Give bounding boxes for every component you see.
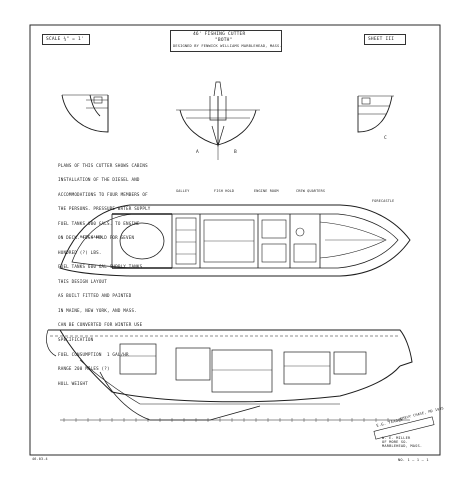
scale-box: SCALE ¾" = 1' xyxy=(42,34,90,45)
plan-label: FORECASTLE xyxy=(372,199,395,203)
subtitle-text: "BOTH" xyxy=(215,38,233,43)
note-line: HUNDRED (?) LBS. xyxy=(58,249,102,255)
note-line: CAN BE CONVERTED FOR WINTER USE xyxy=(58,321,143,327)
note-line: THE PERSONS. PRESSURE WATER SUPPLY xyxy=(58,206,151,212)
plan-label: GALLEY xyxy=(176,189,190,193)
plan-label: ENGINE ROOM xyxy=(254,189,279,193)
stamp-frame xyxy=(373,416,435,440)
section-label-a: A xyxy=(196,150,199,155)
note-line: PLANS OF THIS CUTTER SHOWS CABINS xyxy=(58,162,148,168)
sheet-box: SHEET III xyxy=(364,34,406,45)
plan-view xyxy=(59,204,411,277)
sheet-label: SHEET III xyxy=(368,36,395,42)
title-text: 46' FISHING CUTTER xyxy=(193,32,246,37)
note-line: THIS DESIGN LAYOUT xyxy=(58,278,107,284)
plan-label: FISH HOLD xyxy=(214,189,235,193)
section-view-right xyxy=(357,95,394,133)
note-line: INSTALLATION OF THE DIESEL AND xyxy=(58,177,140,183)
owner-block: W. E. MILLER OF MORE SO. MARBLEHEAD, MAS… xyxy=(382,436,422,448)
spec-line: HULL WEIGHT xyxy=(58,380,88,386)
note-line: IN MAINE, NEW YORK, AND MASS. xyxy=(58,307,137,313)
owner-line: MARBLEHEAD, MASS. xyxy=(382,444,423,449)
title-block: 46' FISHING CUTTER "BOTH" DESIGNED BY FE… xyxy=(170,30,282,52)
sheet-border xyxy=(29,24,441,456)
plan-label: CREW QUARTERS xyxy=(296,189,326,193)
note-line: FUEL TANKS 600 GAL SUPPLY TANKS xyxy=(58,264,143,270)
owner-line: OF MORE SO. xyxy=(382,440,408,445)
section-view-left xyxy=(61,94,109,133)
section-label-b: B xyxy=(234,150,237,155)
corner-note: 46-03-4 xyxy=(32,457,48,461)
specs-title: SPECIFICATION xyxy=(58,337,94,343)
spec-line: RANGE 200 MILES (?) xyxy=(58,366,110,372)
section-view-center xyxy=(176,81,260,160)
note-line: FUEL TANKS 600 GALS. TO ENGINE xyxy=(58,220,140,226)
note-line: AS BUILT FITTED AND PAINTED xyxy=(58,293,132,299)
notes-block: PLANS OF THIS CUTTER SHOWS CABINS INSTAL… xyxy=(58,154,151,396)
owner-line: W. E. MILLER xyxy=(382,436,411,440)
designer-line: DESIGNED BY FENWICK WILLIAMS MARBLEHEAD,… xyxy=(173,44,282,48)
drawing-number: NO. 1 — 1 — 1 xyxy=(398,458,429,462)
note-line: ON DECK. FISH HOLD FOR SEVEN xyxy=(58,235,135,241)
scale-label: SCALE ¾" = 1' xyxy=(46,36,84,42)
note-line: ACCOMMODATIONS TO FOUR MEMBERS OF xyxy=(58,191,148,197)
plan-label: MAIN CABIN xyxy=(80,235,103,239)
spec-line: FUEL CONSUMPTION 1 GAL/HR xyxy=(58,351,129,357)
section-label-c: C xyxy=(384,136,387,141)
profile-view xyxy=(46,329,413,421)
